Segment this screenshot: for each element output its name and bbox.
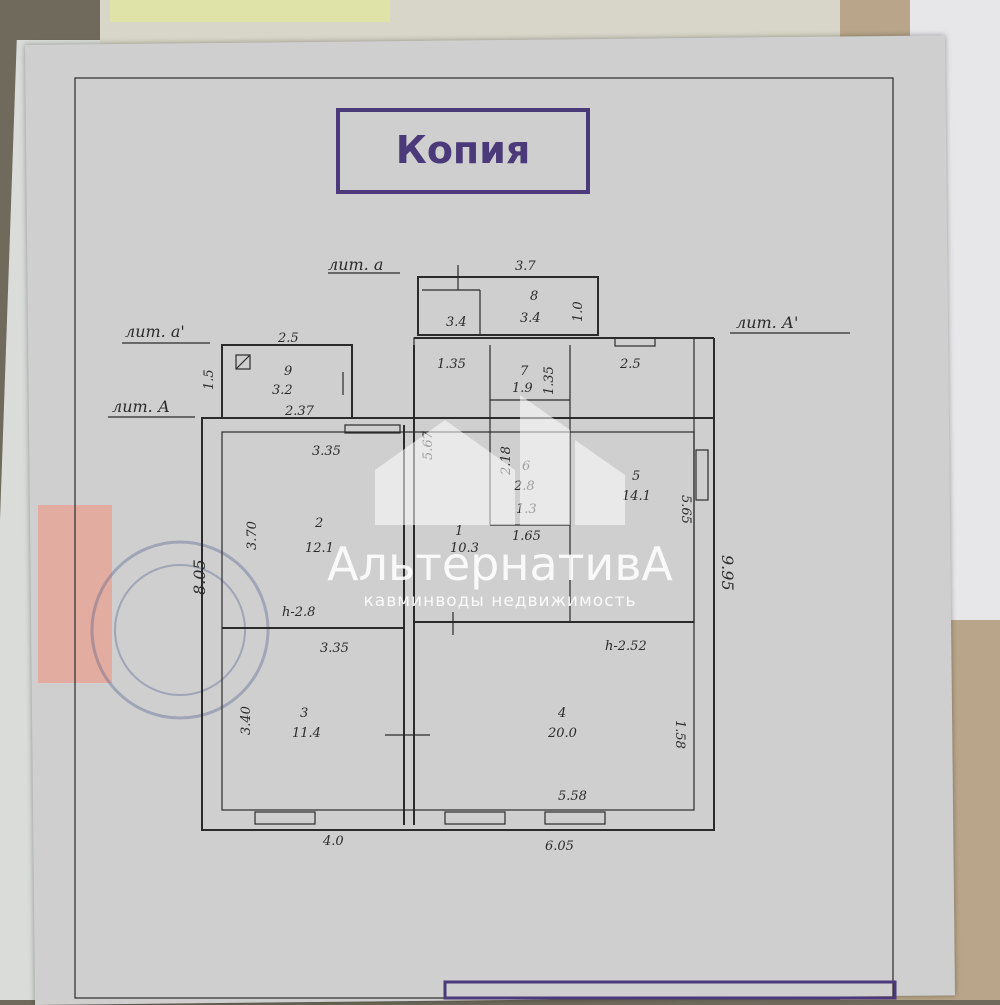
watermark-house-icon — [375, 420, 515, 525]
room-4-area: 20.0 — [547, 726, 577, 741]
room-1-area: 10.3 — [450, 541, 479, 556]
dim-1-35-b: 1.35 — [542, 366, 557, 395]
dim-3-35-top: 3.35 — [312, 444, 341, 459]
dim-3-35-mid: 3.35 — [320, 641, 349, 656]
dim-5-58: 5.58 — [558, 789, 587, 804]
room-2-area: 12.1 — [305, 541, 334, 556]
room-1-num: 1 — [455, 524, 463, 539]
room-5-area: 14.1 — [622, 489, 651, 504]
kopiya-stamp: Копия — [336, 108, 590, 194]
label-lit-a1-left: лит. а' — [125, 322, 185, 341]
dim-4-0: 4.0 — [322, 834, 344, 849]
dim-1-0: 1.0 — [571, 301, 586, 322]
room-3-num: 3 — [300, 706, 308, 721]
stamp-text: Копия — [396, 128, 530, 172]
dim-2-37: 2.37 — [284, 404, 315, 419]
dim-3-40: 3.40 — [239, 706, 254, 735]
dimensions: 3.7 3.4 1.0 2.5 1.5 2.37 1.35 1.35 2.5 3… — [190, 259, 737, 854]
room-7-area: 1.9 — [512, 381, 533, 396]
room-9-num: 9 — [284, 364, 292, 379]
watermark-subtitle: кавминводы недвижимость — [364, 591, 637, 611]
room-4-num: 4 — [557, 706, 566, 721]
dim-3-70: 3.70 — [245, 521, 260, 550]
room-9-area: 3.2 — [272, 383, 293, 398]
label-lit-A1-right: лит. А' — [736, 313, 798, 332]
walls — [201, 265, 715, 831]
dim-h-2-52: h-2.52 — [605, 639, 647, 654]
dim-h-2-8: h-2.8 — [282, 605, 315, 620]
room-8-area: 3.4 — [520, 311, 541, 326]
dim-2-5-left: 2.5 — [277, 331, 299, 346]
dim-5-65: 5.65 — [678, 495, 693, 524]
dim-8-05: 8.05 — [190, 559, 209, 595]
bottom-stamp-fragment — [443, 980, 897, 1000]
room-labels: 1 10.3 2 12.1 3 11.4 4 20.0 5 14.1 6 2.8… — [272, 289, 651, 741]
dim-1-5: 1.5 — [202, 369, 217, 390]
dim-6-05: 6.05 — [545, 839, 574, 854]
dim-2-5-right: 2.5 — [619, 357, 641, 372]
room-5-num: 5 — [632, 469, 640, 484]
label-lit-A-left: лит. А — [112, 397, 170, 416]
label-lit-a-small: лит. а — [328, 255, 383, 274]
round-seal — [90, 540, 270, 720]
dim-9-95: 9.95 — [718, 555, 737, 591]
room-3-area: 11.4 — [292, 726, 321, 741]
dim-1-35-a: 1.35 — [437, 357, 466, 372]
room-7-num: 7 — [520, 364, 529, 379]
dim-3-7: 3.7 — [515, 259, 536, 274]
room-8-num: 8 — [530, 289, 538, 304]
watermark: АльтернативА кавминводы недвижимость — [327, 395, 673, 611]
dim-1-58: 1.58 — [672, 720, 687, 749]
room-2-num: 2 — [314, 516, 323, 531]
watermark-title: АльтернативА — [327, 537, 673, 591]
background-paper-yellow — [110, 0, 390, 22]
dim-3-4: 3.4 — [446, 315, 467, 330]
dim-1-65: 1.65 — [512, 529, 541, 544]
